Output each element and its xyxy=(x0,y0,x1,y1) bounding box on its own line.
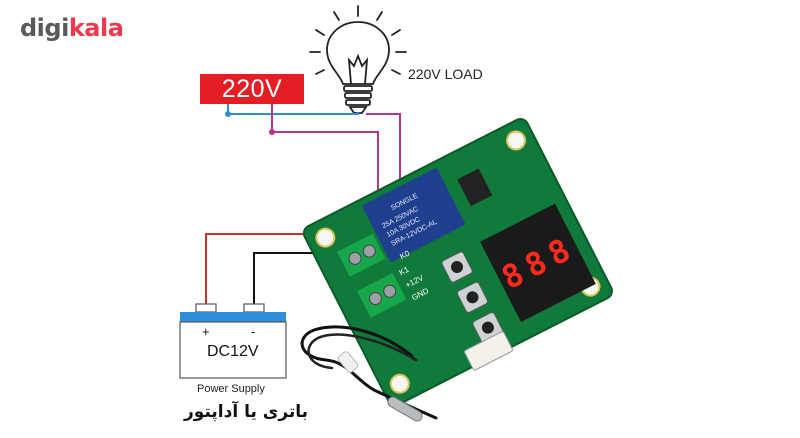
battery-plus-sign: + xyxy=(202,324,210,339)
supply-220v-label: 220V xyxy=(200,74,304,104)
ic-chip xyxy=(457,168,493,207)
power-supply-caption-fa: باتری یا آداپتور xyxy=(184,402,309,422)
relay-terminal-block xyxy=(337,233,386,277)
thermostat-module xyxy=(302,118,613,407)
board-label-k0: K0 xyxy=(398,248,411,261)
brand-logo: digikala xyxy=(20,14,124,42)
sensor-connector xyxy=(464,331,513,371)
battery-icon xyxy=(179,303,287,379)
power-terminal-block xyxy=(357,272,407,318)
mount-hole xyxy=(389,373,410,394)
battery-voltage-label: DC12V xyxy=(207,343,259,360)
load-label: 220V LOAD xyxy=(408,66,483,82)
light-bulb-icon xyxy=(309,5,407,114)
relay xyxy=(362,168,465,262)
power-supply-caption: Power Supply xyxy=(197,383,265,395)
battery-minus-sign: - xyxy=(251,324,256,339)
mains-wires xyxy=(225,101,401,205)
logo-part-kala: kala xyxy=(68,14,124,42)
board-label-k1: K1 xyxy=(398,265,411,278)
led-display xyxy=(480,203,596,322)
temperature-sensor xyxy=(300,325,438,422)
logo-part-digi: digi xyxy=(20,14,69,42)
mount-hole xyxy=(315,227,336,248)
mount-hole xyxy=(506,130,527,151)
